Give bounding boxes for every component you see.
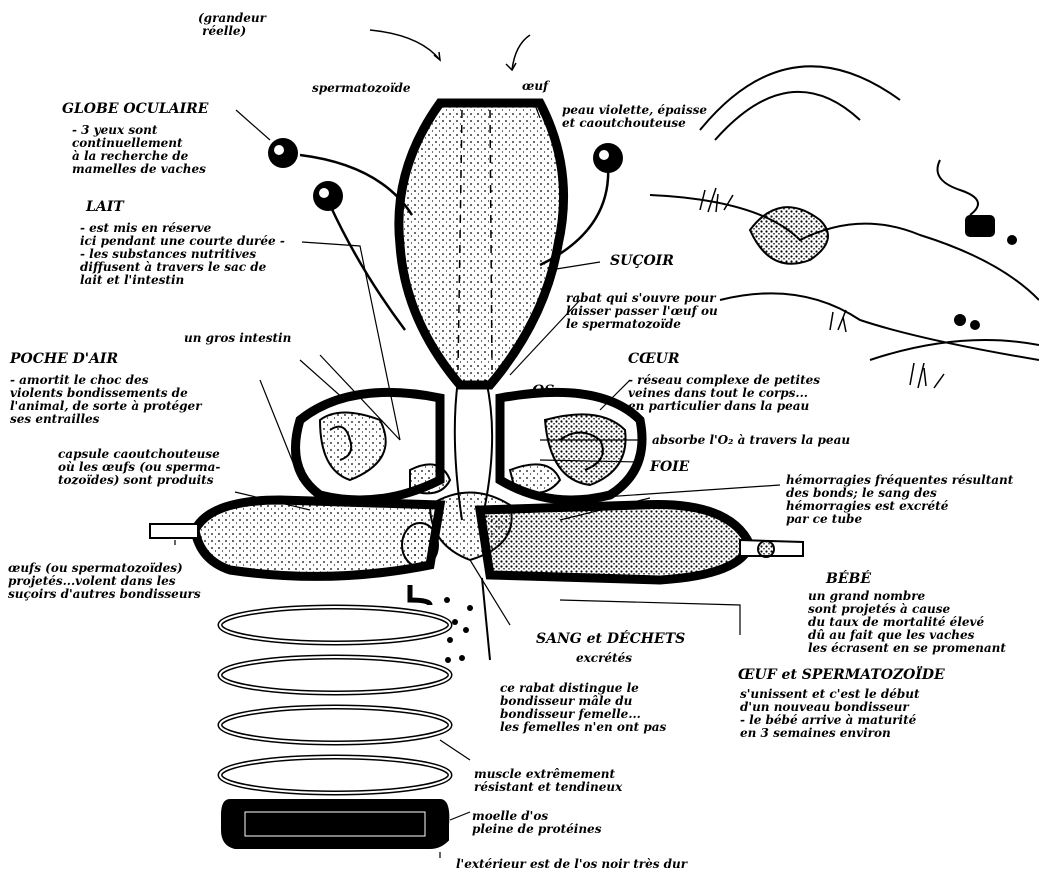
capsule-label: capsule caoutchouteuse où les œufs (ou s… [58, 448, 220, 487]
egg-sperm-text: s'unissent et c'est le début d'un nouvea… [740, 688, 920, 740]
milk-text: - est mis en réserve ici pendant une cou… [80, 222, 285, 287]
blood-title: SANG et DÉCHETS [536, 632, 685, 647]
eyeball-text: - 3 yeux sont continuellement à la reche… [72, 124, 206, 176]
sucker-label: SUÇOIR [610, 254, 674, 269]
heart-title: CŒUR [628, 352, 680, 367]
blood-text: excrétés [576, 652, 632, 665]
skin-label: peau violette, épaisse et caoutchouteuse [562, 104, 707, 130]
egg-sperm-title: ŒUF et SPERMATOZOÏDE [738, 668, 945, 683]
baby-title: BÉBÉ [826, 572, 871, 587]
milk-title: LAIT [86, 200, 124, 215]
top-flap-label: rabat qui s'ouvre pour laisser passer l'… [566, 292, 718, 331]
projected-eggs-label: œufs (ou spermatozoïdes) projetés...vole… [8, 562, 201, 601]
baby-text: un grand nombre sont projetés à cause du… [808, 590, 1006, 655]
body-lobes [296, 392, 643, 500]
sucker [399, 103, 564, 385]
air-pouch-text: - amortit le choc des violents bondissem… [10, 374, 202, 426]
exterior-label: l'extérieur est de l'os noir très dur [456, 858, 687, 871]
intestine-label: un gros intestin [184, 332, 291, 345]
bone-label: OS [532, 384, 554, 399]
muscle-label: muscle extrêmement résistant et tendineu… [474, 768, 622, 794]
bone-foot [222, 800, 448, 848]
intake-arrows [370, 30, 530, 70]
air-pouch-title: POCHE D'AIR [10, 352, 118, 367]
scale-note: (grandeur réelle) [198, 12, 266, 38]
marrow-label: moelle d'os pleine de protéines [472, 810, 601, 836]
egg-top-label: œuf [522, 80, 548, 93]
liver-label: FOIE [650, 460, 689, 475]
bottom-flap-label: ce rabat distingue le bondisseur mâle du… [500, 682, 666, 734]
spermatozoid-label: spermatozoïde [312, 82, 411, 95]
spring-muscle-inner [220, 607, 450, 793]
grass-tufts [700, 188, 944, 388]
oxygen-label: absorbe l'O₂ à travers la peau [652, 434, 850, 447]
heart-text: - réseau complexe de petites veines dans… [628, 374, 820, 413]
eyeball-title: GLOBE OCULAIRE [62, 102, 208, 117]
hemorrhage-label: hémorragies fréquentes résultant des bon… [786, 474, 1013, 526]
